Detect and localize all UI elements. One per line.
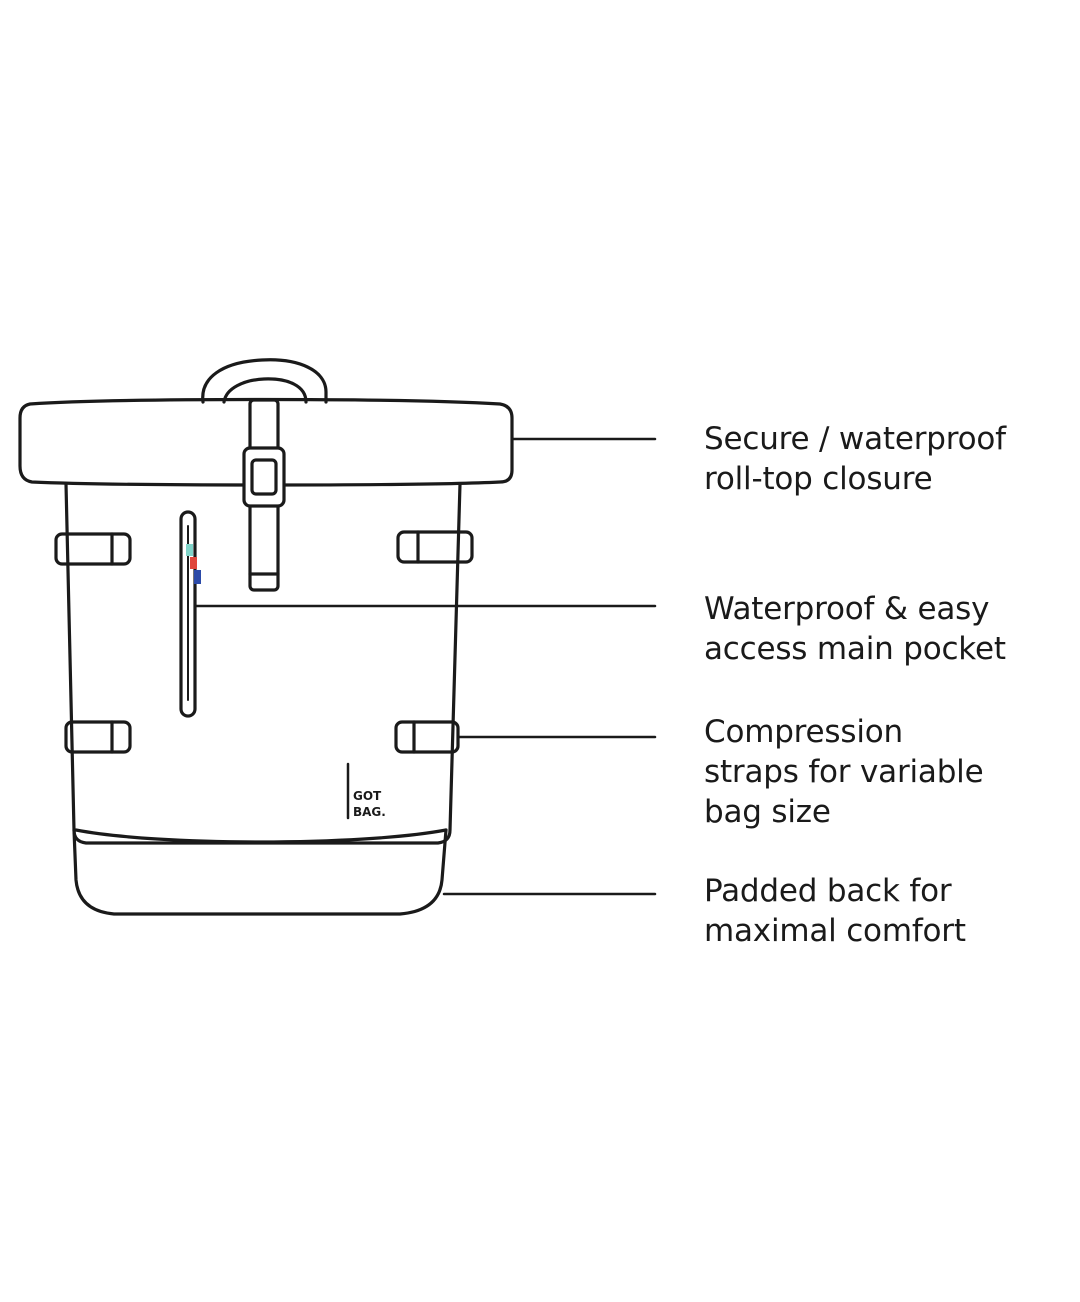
callout-line: Waterproof & easy: [704, 591, 990, 627]
callout-line: Padded back for: [704, 873, 952, 909]
logo-text-line1: GOT: [353, 789, 382, 803]
callout-compression-straps: Compression straps for variable bag size: [704, 712, 1064, 832]
callout-padded-back: Padded back for maximal comfort: [704, 871, 1064, 951]
right-upper-strap: [396, 530, 474, 564]
callout-line: roll-top closure: [704, 461, 933, 497]
zipper-pull-teal: [186, 544, 193, 556]
roll-top: [18, 397, 514, 487]
buckle-inner: [250, 458, 278, 496]
zipper-pull-blue: [194, 570, 201, 584]
callout-main-pocket: Waterproof & easy access main pocket: [704, 589, 1064, 669]
zipper-pocket: [179, 510, 197, 718]
padded-back: [72, 828, 448, 916]
bag-body: [64, 482, 462, 845]
bottom-seam: [74, 828, 448, 844]
callout-line: access main pocket: [704, 631, 1006, 667]
left-upper-strap: [54, 532, 132, 566]
top-handle: [201, 358, 328, 404]
callout-line: Compression: [704, 714, 903, 750]
top-handle-inner: [222, 377, 308, 404]
callout-line: maximal comfort: [704, 913, 966, 949]
callout-line: bag size: [704, 794, 831, 830]
buckle: [242, 446, 286, 508]
callout-rolltop: Secure / waterproof roll-top closure: [704, 419, 1064, 499]
left-lower-strap: [64, 720, 132, 754]
callout-line: straps for variable: [704, 754, 984, 790]
callout-line: Secure / waterproof: [704, 421, 1006, 457]
zipper-pull-red: [190, 557, 197, 569]
logo-text-line2: BAG.: [353, 805, 386, 819]
right-lower-strap: [394, 720, 460, 754]
